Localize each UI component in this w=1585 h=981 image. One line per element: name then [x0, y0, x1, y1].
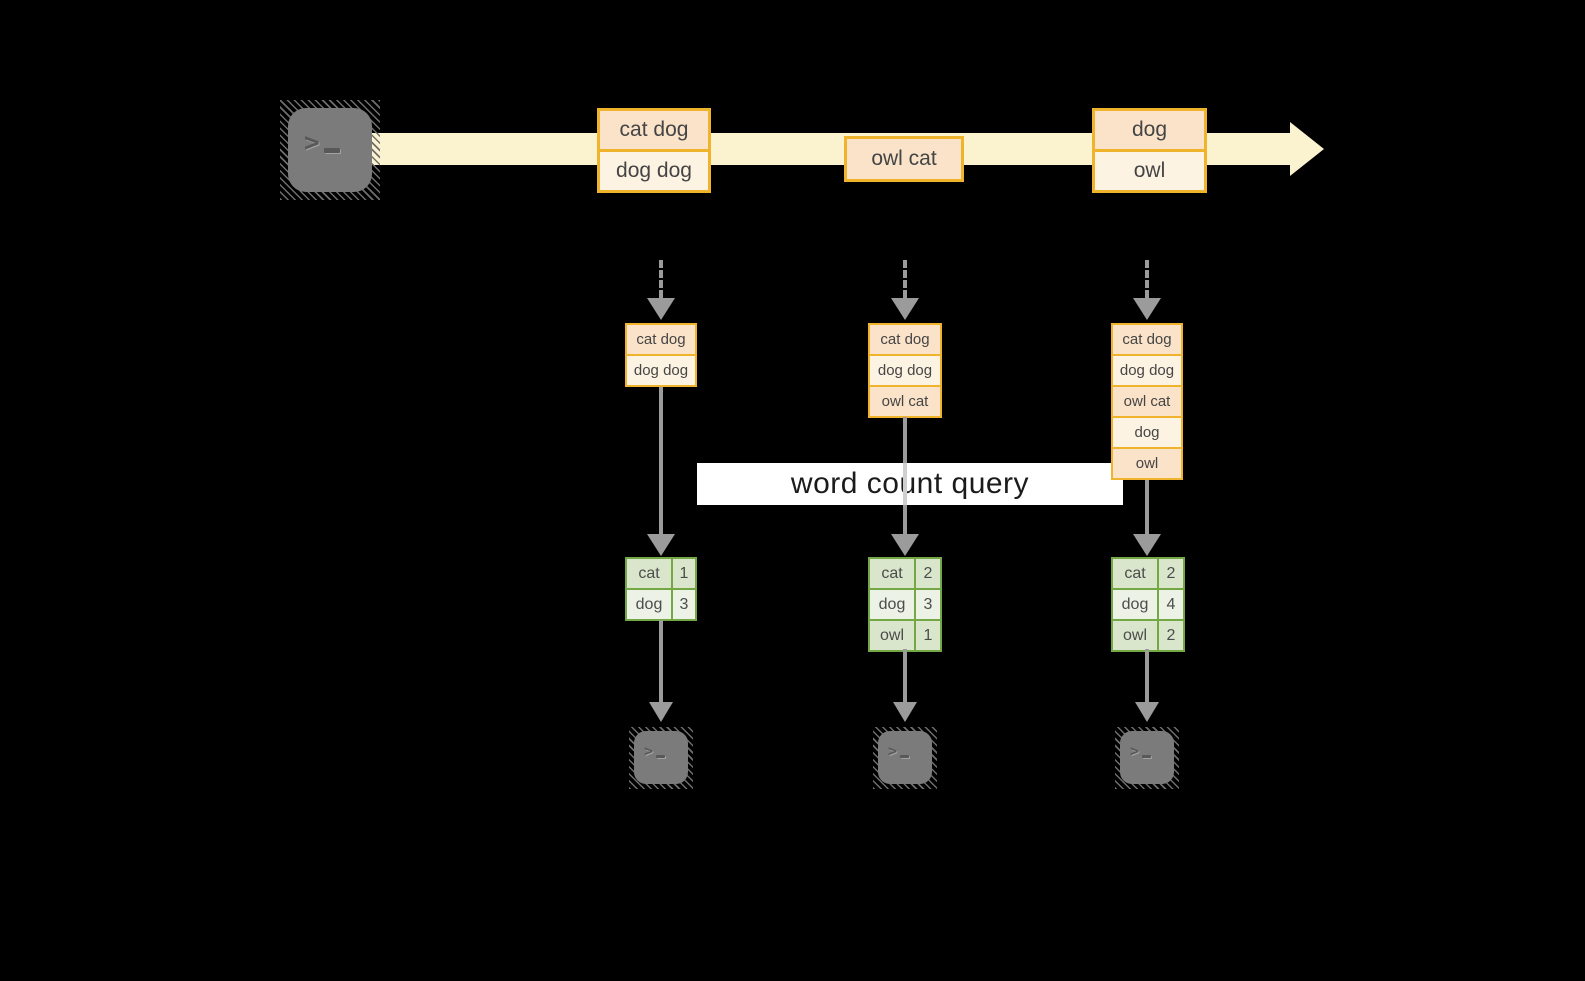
flow-arrowhead-icon-2 [891, 534, 919, 556]
output-arrowhead-icon-3 [1135, 702, 1159, 722]
source-terminal-icon: > [288, 108, 372, 192]
word-cell: owl [868, 619, 916, 652]
input-cell: dog dog [625, 354, 697, 387]
table-row: dog 3 [868, 588, 942, 621]
word-cell: cat [1111, 557, 1159, 590]
event-cell: dog [1092, 108, 1207, 152]
count-cell: 4 [1157, 588, 1185, 621]
table-row: owl 2 [1111, 619, 1185, 652]
ingest-arrowhead-icon-3 [1133, 298, 1161, 320]
input-cell: cat dog [625, 323, 697, 356]
flow-line-3 [1145, 480, 1149, 534]
flow-line-2-lower [903, 505, 907, 534]
input-cell: dog dog [868, 354, 942, 387]
count-cell: 1 [914, 619, 942, 652]
query-label-band: word count query [697, 463, 1123, 505]
output-terminal-icon-3: > [1120, 731, 1174, 784]
output-line-3 [1145, 649, 1149, 702]
terminal-underscore-icon [323, 148, 340, 153]
output-line-2 [903, 649, 907, 702]
terminal-prompt-glyph: > [888, 742, 898, 760]
stream-event-box-2: owl cat [844, 136, 964, 182]
table-row: cat 2 [1111, 557, 1185, 590]
word-cell: owl [1111, 619, 1159, 652]
output-terminal-hatch-2: > [873, 727, 937, 789]
result-table-3: cat 2 dog 4 owl 2 [1111, 557, 1185, 652]
result-table-2: cat 2 dog 3 owl 1 [868, 557, 942, 652]
stream-event-box-3: dog owl [1092, 108, 1207, 193]
word-cell: cat [625, 557, 673, 590]
count-cell: 2 [1157, 619, 1185, 652]
terminal-underscore-icon [1142, 755, 1152, 758]
terminal-prompt-glyph: > [644, 742, 654, 760]
table-row: cat 2 [868, 557, 942, 590]
input-stack-1: cat dog dog dog [625, 323, 697, 387]
flow-arrowhead-icon-3 [1133, 534, 1161, 556]
table-row: dog 4 [1111, 588, 1185, 621]
output-line-1 [659, 620, 663, 702]
ingest-arrowhead-icon-2 [891, 298, 919, 320]
output-arrowhead-icon-2 [893, 702, 917, 722]
table-row: cat 1 [625, 557, 697, 590]
flow-arrowhead-icon-1 [647, 534, 675, 556]
input-cell: cat dog [868, 323, 942, 356]
word-cell: dog [625, 588, 673, 621]
event-cell: owl [1092, 149, 1207, 193]
result-table-1: cat 1 dog 3 [625, 557, 697, 621]
ingest-arrowhead-icon-1 [647, 298, 675, 320]
word-cell: dog [868, 588, 916, 621]
count-cell: 3 [914, 588, 942, 621]
output-arrowhead-icon-1 [649, 702, 673, 722]
flow-line-1 [659, 387, 663, 534]
input-cell: owl [1111, 447, 1183, 480]
input-cell: dog [1111, 416, 1183, 449]
output-terminal-hatch-3: > [1115, 727, 1179, 789]
flow-line-2 [903, 417, 907, 463]
input-cell: owl cat [868, 385, 942, 418]
count-cell: 2 [914, 557, 942, 590]
stream-event-box-1: cat dog dog dog [597, 108, 711, 193]
input-cell: cat dog [1111, 323, 1183, 356]
output-terminal-hatch-1: > [629, 727, 693, 789]
event-cell: cat dog [597, 108, 711, 152]
terminal-underscore-icon [656, 755, 666, 758]
input-stack-3: cat dog dog dog owl cat dog owl [1111, 323, 1183, 480]
output-terminal-icon-1: > [634, 731, 688, 784]
input-stack-2: cat dog dog dog owl cat [868, 323, 942, 418]
table-row: owl 1 [868, 619, 942, 652]
event-cell: owl cat [844, 136, 964, 182]
input-cell: owl cat [1111, 385, 1183, 418]
terminal-prompt-glyph: > [304, 128, 320, 158]
ingest-arrow-line-2 [903, 260, 907, 298]
stream-arrowhead-icon [1290, 122, 1324, 176]
flow-line-2-over-band [903, 463, 907, 505]
table-row: dog 3 [625, 588, 697, 621]
word-cell: dog [1111, 588, 1159, 621]
source-terminal-hatch: > [280, 100, 380, 200]
word-cell: cat [868, 557, 916, 590]
terminal-prompt-glyph: > [1130, 742, 1140, 760]
event-cell: dog dog [597, 149, 711, 193]
count-cell: 3 [671, 588, 697, 621]
ingest-arrow-line-3 [1145, 260, 1149, 298]
count-cell: 1 [671, 557, 697, 590]
count-cell: 2 [1157, 557, 1185, 590]
query-label: word count query [790, 467, 1030, 500]
ingest-arrow-line-1 [659, 260, 663, 298]
input-cell: dog dog [1111, 354, 1183, 387]
terminal-underscore-icon [900, 755, 910, 758]
output-terminal-icon-2: > [878, 731, 932, 784]
